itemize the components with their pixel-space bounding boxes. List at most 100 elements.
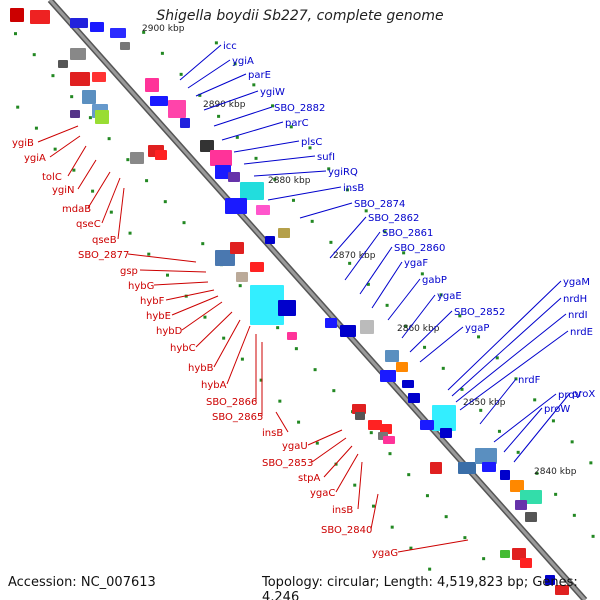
genome-backbone-highlight	[48, 0, 587, 600]
tick-mark	[201, 242, 205, 246]
gene-label-forward: ygiRQ	[328, 167, 358, 178]
gene-label-reverse: hybD	[156, 326, 183, 337]
gene-label-forward: parC	[285, 118, 309, 129]
tick-mark	[402, 251, 406, 255]
tick-mark	[460, 387, 464, 391]
topology-value: circular;	[326, 575, 380, 590]
leader-line-reverse	[127, 253, 197, 263]
kbp-marker: 2870 kbp	[333, 251, 376, 261]
tick-mark	[327, 167, 331, 171]
tick-mark	[497, 429, 501, 433]
gene-feature-58	[512, 548, 526, 560]
gene-feature-45	[432, 405, 456, 431]
tick-mark	[72, 168, 76, 172]
leader-line-reverse	[37, 125, 79, 143]
tick-mark	[495, 356, 499, 360]
gene-label-forward: ygiW	[260, 87, 285, 98]
tick-mark	[516, 450, 520, 454]
tick-mark	[289, 125, 293, 129]
gene-label-reverse: mdaB	[62, 204, 91, 215]
tick-mark	[259, 378, 263, 382]
gene-feature-9	[92, 72, 106, 82]
tick-mark	[310, 219, 314, 223]
kbp-marker: 2860 kbp	[397, 324, 440, 334]
gene-feature-21	[228, 172, 240, 182]
gene-label-forward: ygaP	[465, 323, 489, 334]
tick-mark	[388, 452, 392, 456]
gene-label-reverse: insB	[332, 505, 353, 516]
gene-label-reverse: ygaC	[310, 488, 335, 499]
gene-label-forward: gabP	[422, 275, 447, 286]
tick-mark	[479, 408, 483, 412]
gene-feature-41	[396, 362, 408, 372]
gene-label-reverse: ygiN	[52, 185, 75, 196]
gene-label-reverse: hybG	[128, 281, 154, 292]
gene-label-reverse: tolC	[42, 172, 62, 183]
gene-feature-42	[380, 370, 396, 382]
tick-mark	[308, 146, 312, 150]
tick-mark	[425, 494, 429, 498]
gene-feature-59	[520, 558, 532, 568]
gene-feature-56	[525, 512, 537, 522]
leader-line-forward	[401, 294, 436, 339]
gene-label-forward: ygaF	[404, 258, 428, 269]
tick-mark	[291, 198, 295, 202]
leader-line-reverse	[101, 177, 121, 224]
tick-mark	[217, 114, 221, 118]
leader-line-reverse	[77, 159, 97, 190]
tick-mark	[145, 179, 149, 183]
tick-mark	[297, 420, 301, 424]
kbp-marker: 2880 kbp	[268, 176, 311, 186]
accession-label: Accession:	[8, 575, 77, 590]
gene-feature-23	[225, 198, 247, 214]
gene-feature-7	[58, 60, 68, 68]
gene-label-forward: SBO_2882	[274, 103, 325, 114]
tick-mark	[554, 492, 558, 496]
tick-mark	[313, 368, 317, 372]
tick-mark	[407, 473, 411, 477]
tick-mark	[477, 335, 481, 339]
leader-line-forward	[455, 313, 567, 403]
tick-mark	[252, 83, 256, 87]
gene-feature-18	[200, 140, 214, 152]
gene-feature-4	[110, 28, 126, 38]
tick-mark	[353, 483, 357, 487]
accession-text: Accession: NC_007613	[8, 575, 156, 590]
gene-label-reverse: insB	[262, 428, 283, 439]
gene-label-reverse: gsp	[120, 266, 138, 277]
gene-label-reverse: ygiB	[12, 138, 34, 149]
tick-mark	[214, 41, 218, 45]
leader-line-reverse	[153, 281, 209, 286]
tick-mark	[163, 200, 167, 204]
tick-mark	[51, 74, 55, 78]
gene-feature-20	[215, 165, 231, 179]
gene-feature-3	[90, 22, 104, 32]
leader-line-reverse	[181, 301, 223, 331]
tick-mark	[428, 567, 432, 571]
leader-line-reverse	[226, 325, 251, 385]
gene-label-forward: SBO_2874	[354, 199, 405, 210]
gene-label-reverse: SBO_2866	[206, 397, 257, 408]
tick-mark	[366, 282, 370, 286]
gene-feature-62	[352, 404, 366, 414]
leader-line-forward	[503, 407, 543, 453]
leader-line-forward	[179, 44, 222, 81]
gene-feature-16	[150, 96, 168, 106]
leader-line-reverse	[87, 171, 111, 209]
gene-feature-53	[510, 480, 524, 492]
gene-feature-22	[240, 182, 264, 200]
tick-mark	[91, 189, 95, 193]
gene-feature-32	[250, 262, 264, 272]
leader-line-forward	[387, 278, 421, 321]
gene-feature-49	[475, 448, 497, 464]
tick-mark	[294, 347, 298, 351]
leader-line-forward	[195, 73, 247, 97]
kbp-marker: 2850 kbp	[463, 398, 506, 408]
gene-label-reverse: qseB	[92, 235, 117, 246]
tick-mark	[332, 389, 336, 393]
tick-mark	[107, 137, 111, 141]
gene-feature-40	[385, 350, 399, 362]
tick-mark	[88, 116, 92, 120]
leader-line-forward	[203, 90, 259, 111]
